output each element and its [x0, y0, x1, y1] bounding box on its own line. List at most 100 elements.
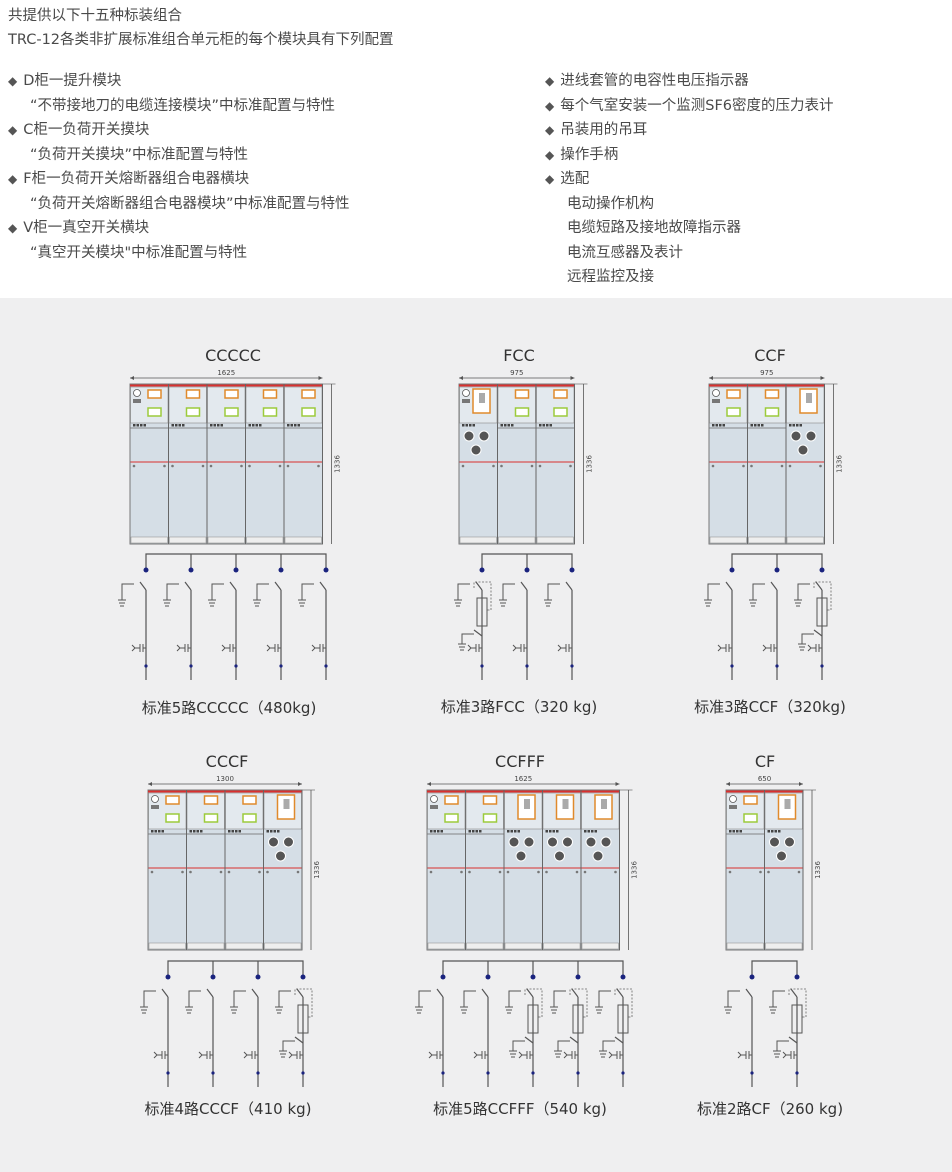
load-switch-icon [229, 581, 237, 591]
earth-switch-icon [707, 583, 720, 600]
gauge-icon [712, 399, 720, 403]
cable-terminal-dot [795, 1071, 799, 1075]
module-C [465, 790, 505, 950]
fuse-icon [572, 1004, 584, 1034]
bus-connection-dot [620, 974, 626, 980]
feeder-F [793, 567, 832, 680]
earth-switch-icon [727, 990, 740, 1007]
load-switch-indicator [147, 389, 162, 399]
fuse-cap-icon [797, 444, 809, 456]
module-F [786, 384, 825, 544]
cable-terminal-dot [525, 664, 529, 668]
earth-switch-indicator [301, 407, 316, 417]
base-plinth [225, 942, 263, 950]
striker-link [569, 988, 588, 1018]
earth-switch-indicator [743, 813, 758, 823]
bus-connection-dot [575, 974, 581, 980]
cable-terminal-dot [234, 664, 238, 668]
combination-title: CF [754, 752, 776, 771]
load-switch-icon [475, 581, 483, 591]
base-plinth [427, 942, 465, 950]
feeder-C [184, 961, 215, 1087]
earth-switch-indicator [262, 407, 278, 417]
ground-icon [163, 599, 172, 607]
fuse-cap-icon [283, 836, 294, 848]
module-C [186, 790, 226, 950]
capacitive-indicator-icon [608, 1051, 624, 1059]
load-switch-icon [296, 988, 303, 998]
striker-link [524, 988, 543, 1018]
base-plinth [130, 536, 168, 544]
striker-link [813, 581, 832, 611]
cable-terminal-dot [144, 664, 148, 668]
load-switch-indicator [444, 795, 459, 805]
load-switch-indicator [185, 389, 201, 399]
earth-switch-icon [121, 583, 135, 600]
voltage-indicator-icon [151, 795, 159, 803]
fuse-cap-icon [508, 836, 520, 848]
fuse-cap-icon [784, 836, 795, 848]
module-C [130, 384, 169, 544]
bullet-item: 每个气室安装一个监测SF6密度的压力表计 [545, 94, 833, 119]
base-plinth [148, 942, 186, 950]
capacitive-indicator-icon [131, 644, 147, 652]
cable-terminal-dot [255, 1071, 260, 1075]
gauge-icon [430, 805, 438, 809]
fuse-cap-icon [523, 836, 535, 848]
ground-icon [184, 1006, 193, 1014]
combination-caption: 标准2路CF（260 kg) [696, 1100, 844, 1118]
gauge-icon [133, 399, 141, 403]
fuse-icon [791, 1004, 803, 1034]
height-dimension: 1336 [814, 861, 822, 879]
combination-caption: 标准3路CCF（320kg) [694, 698, 846, 716]
bullet-item: 吊装用的吊耳 [545, 118, 834, 143]
load-switch-icon [815, 581, 823, 591]
striker-link [473, 581, 492, 611]
ground-icon [139, 1006, 148, 1014]
bullet-item: C柜一负荷开关摸块 [8, 118, 350, 143]
voltage-indicator-icon [712, 389, 720, 397]
module-C [427, 790, 466, 950]
sub-item: “负荷开关熔断器组合电器模块”中标准配置与特性 [30, 195, 350, 212]
voltage-indicator-icon [430, 795, 438, 803]
earth-switch-icon [797, 583, 810, 600]
ground-icon [415, 1006, 424, 1014]
capacitive-indicator-icon [807, 644, 822, 652]
earth-switch-icon [463, 990, 477, 1007]
load-switch-indicator [764, 389, 780, 399]
fuse-cap-icon [515, 850, 527, 862]
capacitive-indicator-icon [266, 644, 282, 652]
earth-switch-icon [547, 583, 560, 600]
base-plinth [786, 536, 824, 544]
base-plinth [207, 536, 245, 544]
load-switch-icon [616, 988, 624, 998]
module-F [459, 384, 498, 544]
feeder-C [229, 961, 260, 1087]
ground-icon [208, 599, 217, 607]
ground-icon [748, 599, 757, 607]
capacitive-indicator-icon [153, 1051, 168, 1059]
capacitive-indicator-icon [473, 1051, 489, 1059]
earth-switch-icon [502, 583, 515, 600]
bus-connection-dot [440, 974, 446, 980]
load-switch-icon [139, 581, 147, 591]
fuse-cap-icon [463, 430, 475, 442]
capacitive-indicator-icon [176, 644, 192, 652]
capacitive-indicator-icon [288, 1051, 303, 1059]
earth-switch-icon [188, 990, 201, 1007]
busbar [751, 960, 798, 975]
earth-switch-indicator [203, 813, 219, 823]
module-C [168, 384, 208, 544]
ground-icon [498, 599, 507, 607]
ground-icon [253, 599, 262, 607]
feeder-F [505, 961, 543, 1087]
load-switch-icon [184, 581, 192, 591]
earth-switch-indicator [224, 407, 239, 417]
earth-switch-icon [143, 990, 156, 1007]
bus-connection-dot [485, 974, 491, 980]
sub-item: “负荷开关摸块”中标准配置与特性 [30, 146, 249, 163]
base-plinth [504, 942, 542, 950]
